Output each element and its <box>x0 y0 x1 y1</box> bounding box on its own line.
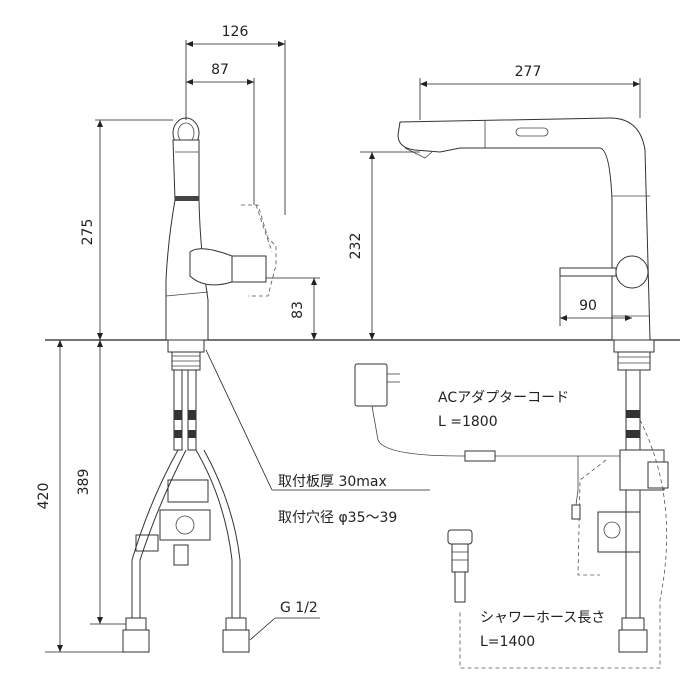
ac-adapter <box>354 363 620 520</box>
plate-thickness-label: 取付板厚 30max <box>278 474 387 490</box>
dim-top-offset: 87 <box>211 62 229 78</box>
adapter-cord-label: ACアダプターコード <box>438 390 569 406</box>
shower-hose-length-label: L=1400 <box>480 634 535 650</box>
dim-handle-height: 83 <box>290 301 306 319</box>
left-dimensions: 126 87 275 83 420 389 <box>36 24 320 653</box>
dim-below-hose: 389 <box>76 469 92 496</box>
thread-label: G 1/2 <box>280 600 318 616</box>
dim-left-height: 275 <box>80 219 96 246</box>
right-faucet-body <box>397 117 651 341</box>
left-callouts: 取付板厚 30max 取付穴径 φ35～39 G 1/2 <box>205 349 430 641</box>
right-under-counter-assembly <box>459 339 669 669</box>
left-under-counter-assembly <box>122 339 250 653</box>
shower-fitting <box>447 529 473 603</box>
dim-below-total: 420 <box>36 483 52 510</box>
adapter-length-label: L =1800 <box>438 414 498 430</box>
dim-top-width: 126 <box>222 24 249 40</box>
shower-hose-label: シャワーホース長さ <box>480 610 605 626</box>
dim-lever-offset: 90 <box>579 298 597 314</box>
dim-right-height: 232 <box>348 233 364 260</box>
hole-diameter-label: 取付穴径 φ35～39 <box>278 510 397 526</box>
right-dimensions: 277 232 90 <box>348 64 641 340</box>
left-faucet-body <box>165 117 277 341</box>
dim-right-width: 277 <box>515 64 542 80</box>
